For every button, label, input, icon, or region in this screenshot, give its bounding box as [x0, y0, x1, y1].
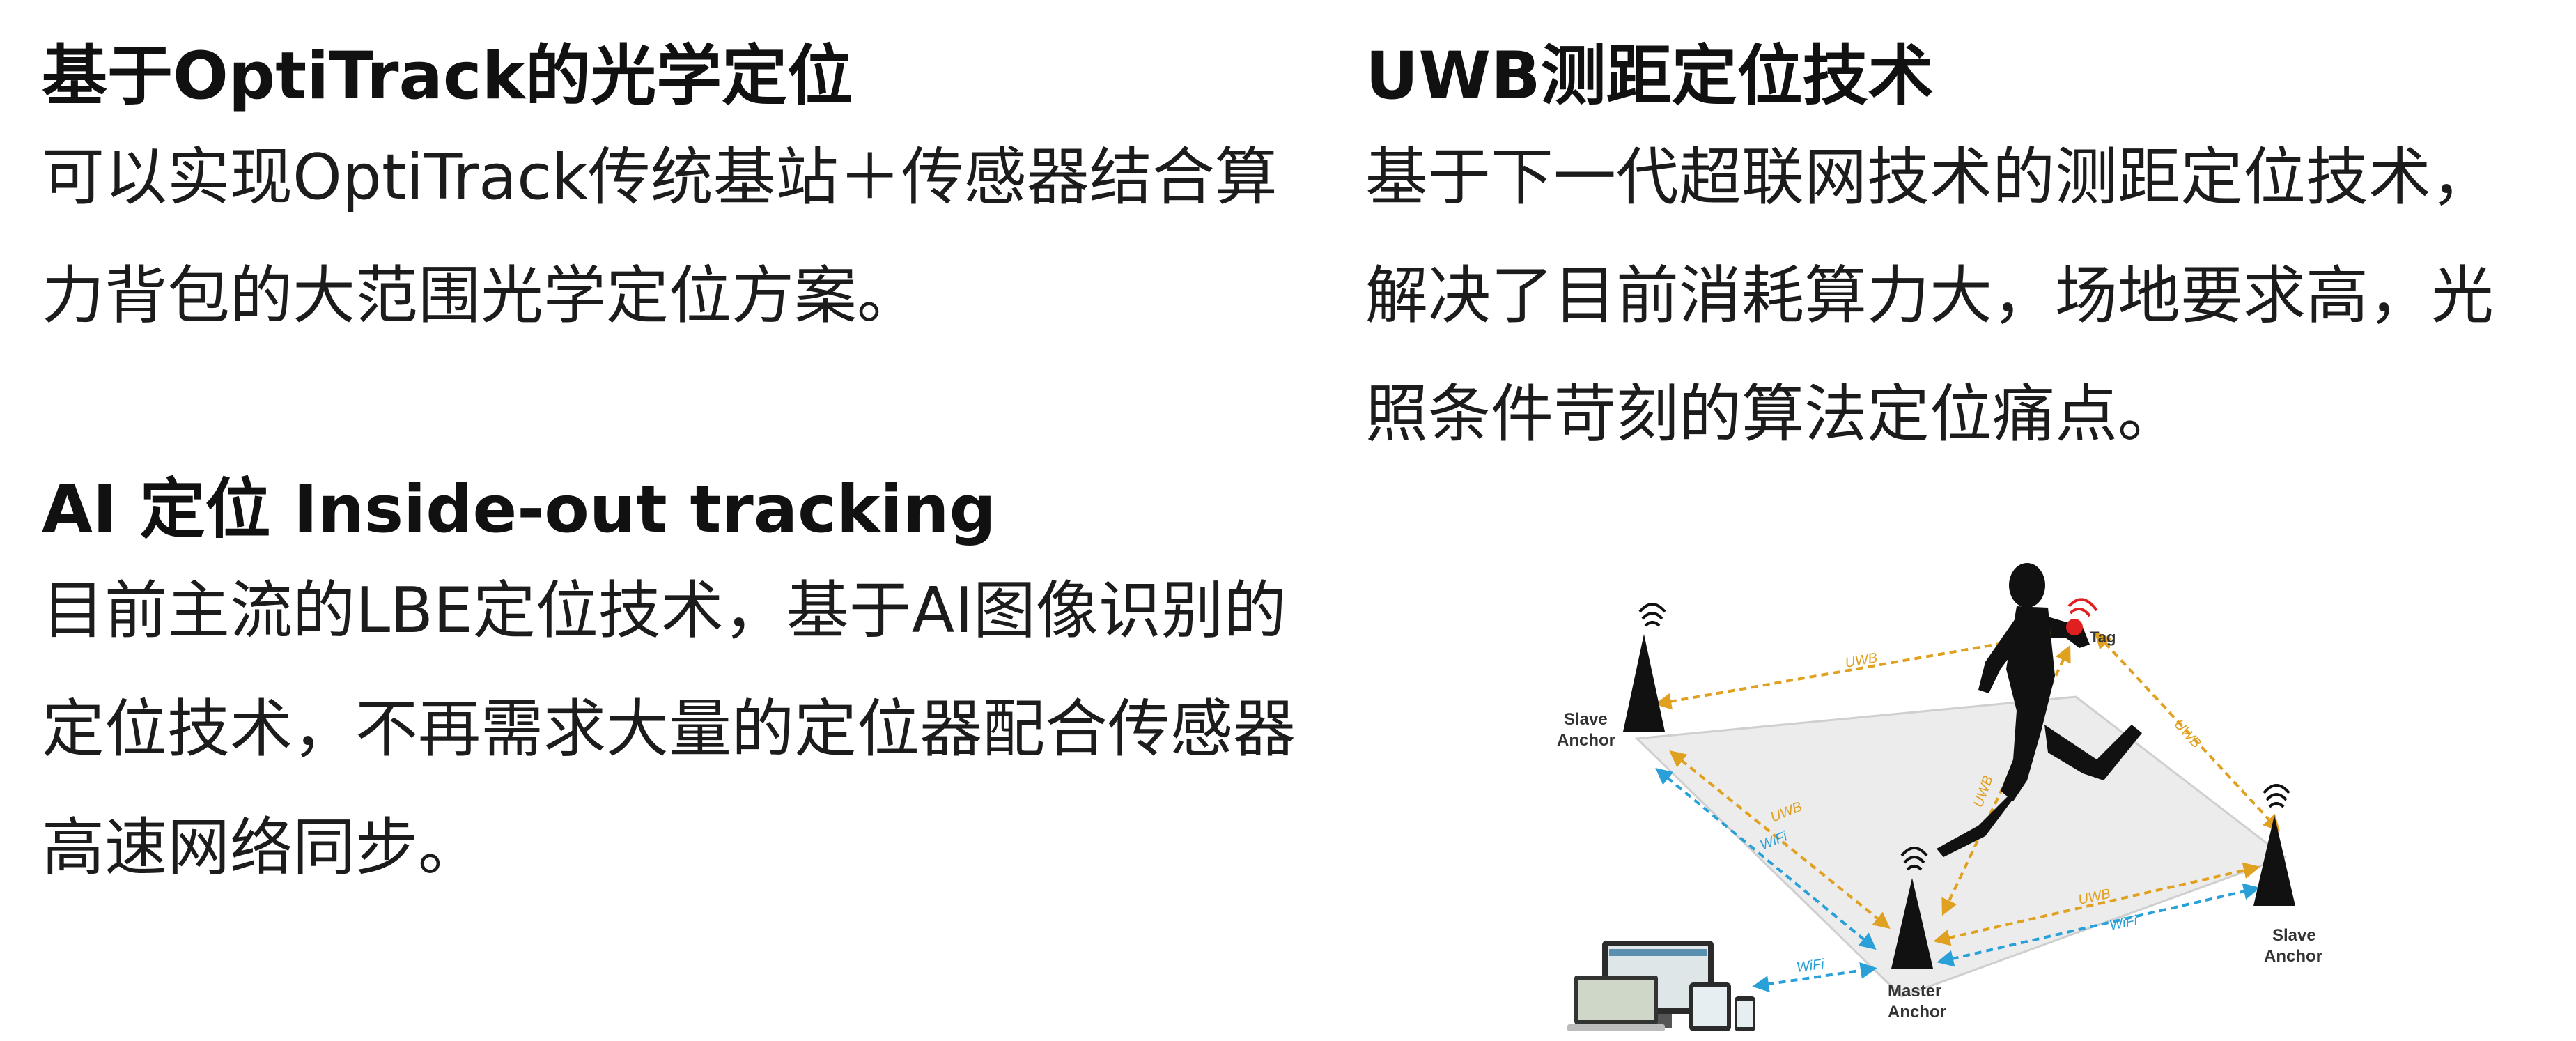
tag-signal-icon: [2067, 598, 2098, 617]
optical-positioning-title: 基于OptiTrack的光学定位: [42, 38, 853, 114]
runner-silhouette: [1937, 563, 2142, 857]
wifi-label-devices: WiFi: [1796, 957, 1826, 976]
anchor-icon: [1623, 634, 1665, 732]
uwb-label-top: UWB: [1844, 650, 1879, 671]
wifi-link-master-to-devices: [1752, 962, 1877, 993]
uwb-link-master-to-slave-right: [1933, 862, 2260, 946]
tag-label: Tag: [2090, 629, 2116, 646]
uwb-positioning-body: 基于下一代超联网技术的测距定位技术，解决了目前消耗算力大，场地要求高，光照条件苛…: [1365, 141, 2494, 451]
anchor-icon: [1891, 878, 1933, 969]
ai-positioning-section: AI 定位 Inside-out tracking 目前主流的LBE定位技术，基…: [42, 468, 1310, 907]
anchor-icon: [2253, 815, 2295, 906]
tag-icon: [2066, 619, 2083, 635]
uwb-positioning-section: UWB测距定位技术 基于下一代超联网技术的测距定位技术，解决了目前消耗算力大，场…: [1365, 35, 2536, 474]
wifi-link-master-to-slave-right: [1937, 883, 2260, 967]
signal-icon: [1638, 603, 1666, 627]
uwb-label-right: UWB: [2171, 717, 2204, 751]
slave-anchor-left: Slave Anchor: [1557, 603, 1666, 750]
optical-positioning-body: 可以实现OptiTrack传统基站＋传感器结合算力背包的大范围光学定位方案。: [42, 141, 1278, 332]
optical-positioning-section: 基于OptiTrack的光学定位 可以实现OptiTrack传统基站＋传感器结合…: [42, 35, 1310, 355]
slave-anchor-right-label-line1: Slave: [2272, 926, 2316, 945]
signal-icon: [2263, 784, 2290, 808]
tag-marker: Tag: [2066, 598, 2116, 646]
ai-positioning-title: AI 定位 Inside-out tracking: [42, 472, 996, 548]
slave-anchor-right: Slave Anchor: [2253, 784, 2322, 966]
uwb-positioning-diagram: UWB UWB UWB UWB UWB WiFi WiFi WiFi Slave…: [1557, 563, 2322, 1031]
slave-anchor-left-label-line2: Anchor: [1557, 731, 1615, 750]
master-anchor-label-line1: Master: [1888, 982, 1941, 1001]
signal-icon: [1900, 847, 1928, 871]
ai-positioning-body: 目前主流的LBE定位技术，基于AI图像识别的定位技术，不再需求大量的定位器配合传…: [42, 574, 1296, 884]
slave-anchor-left-label-line1: Slave: [1564, 710, 1608, 729]
master-anchor-label-line2: Anchor: [1888, 1003, 1946, 1021]
uwb-link-tag-to-slave-right: [2094, 631, 2281, 832]
master-anchor: Master Anchor: [1888, 847, 1946, 1021]
uwb-positioning-title: UWB测距定位技术: [1365, 38, 1934, 114]
slave-anchor-right-label-line2: Anchor: [2264, 947, 2322, 966]
client-devices: [1567, 941, 1755, 1031]
